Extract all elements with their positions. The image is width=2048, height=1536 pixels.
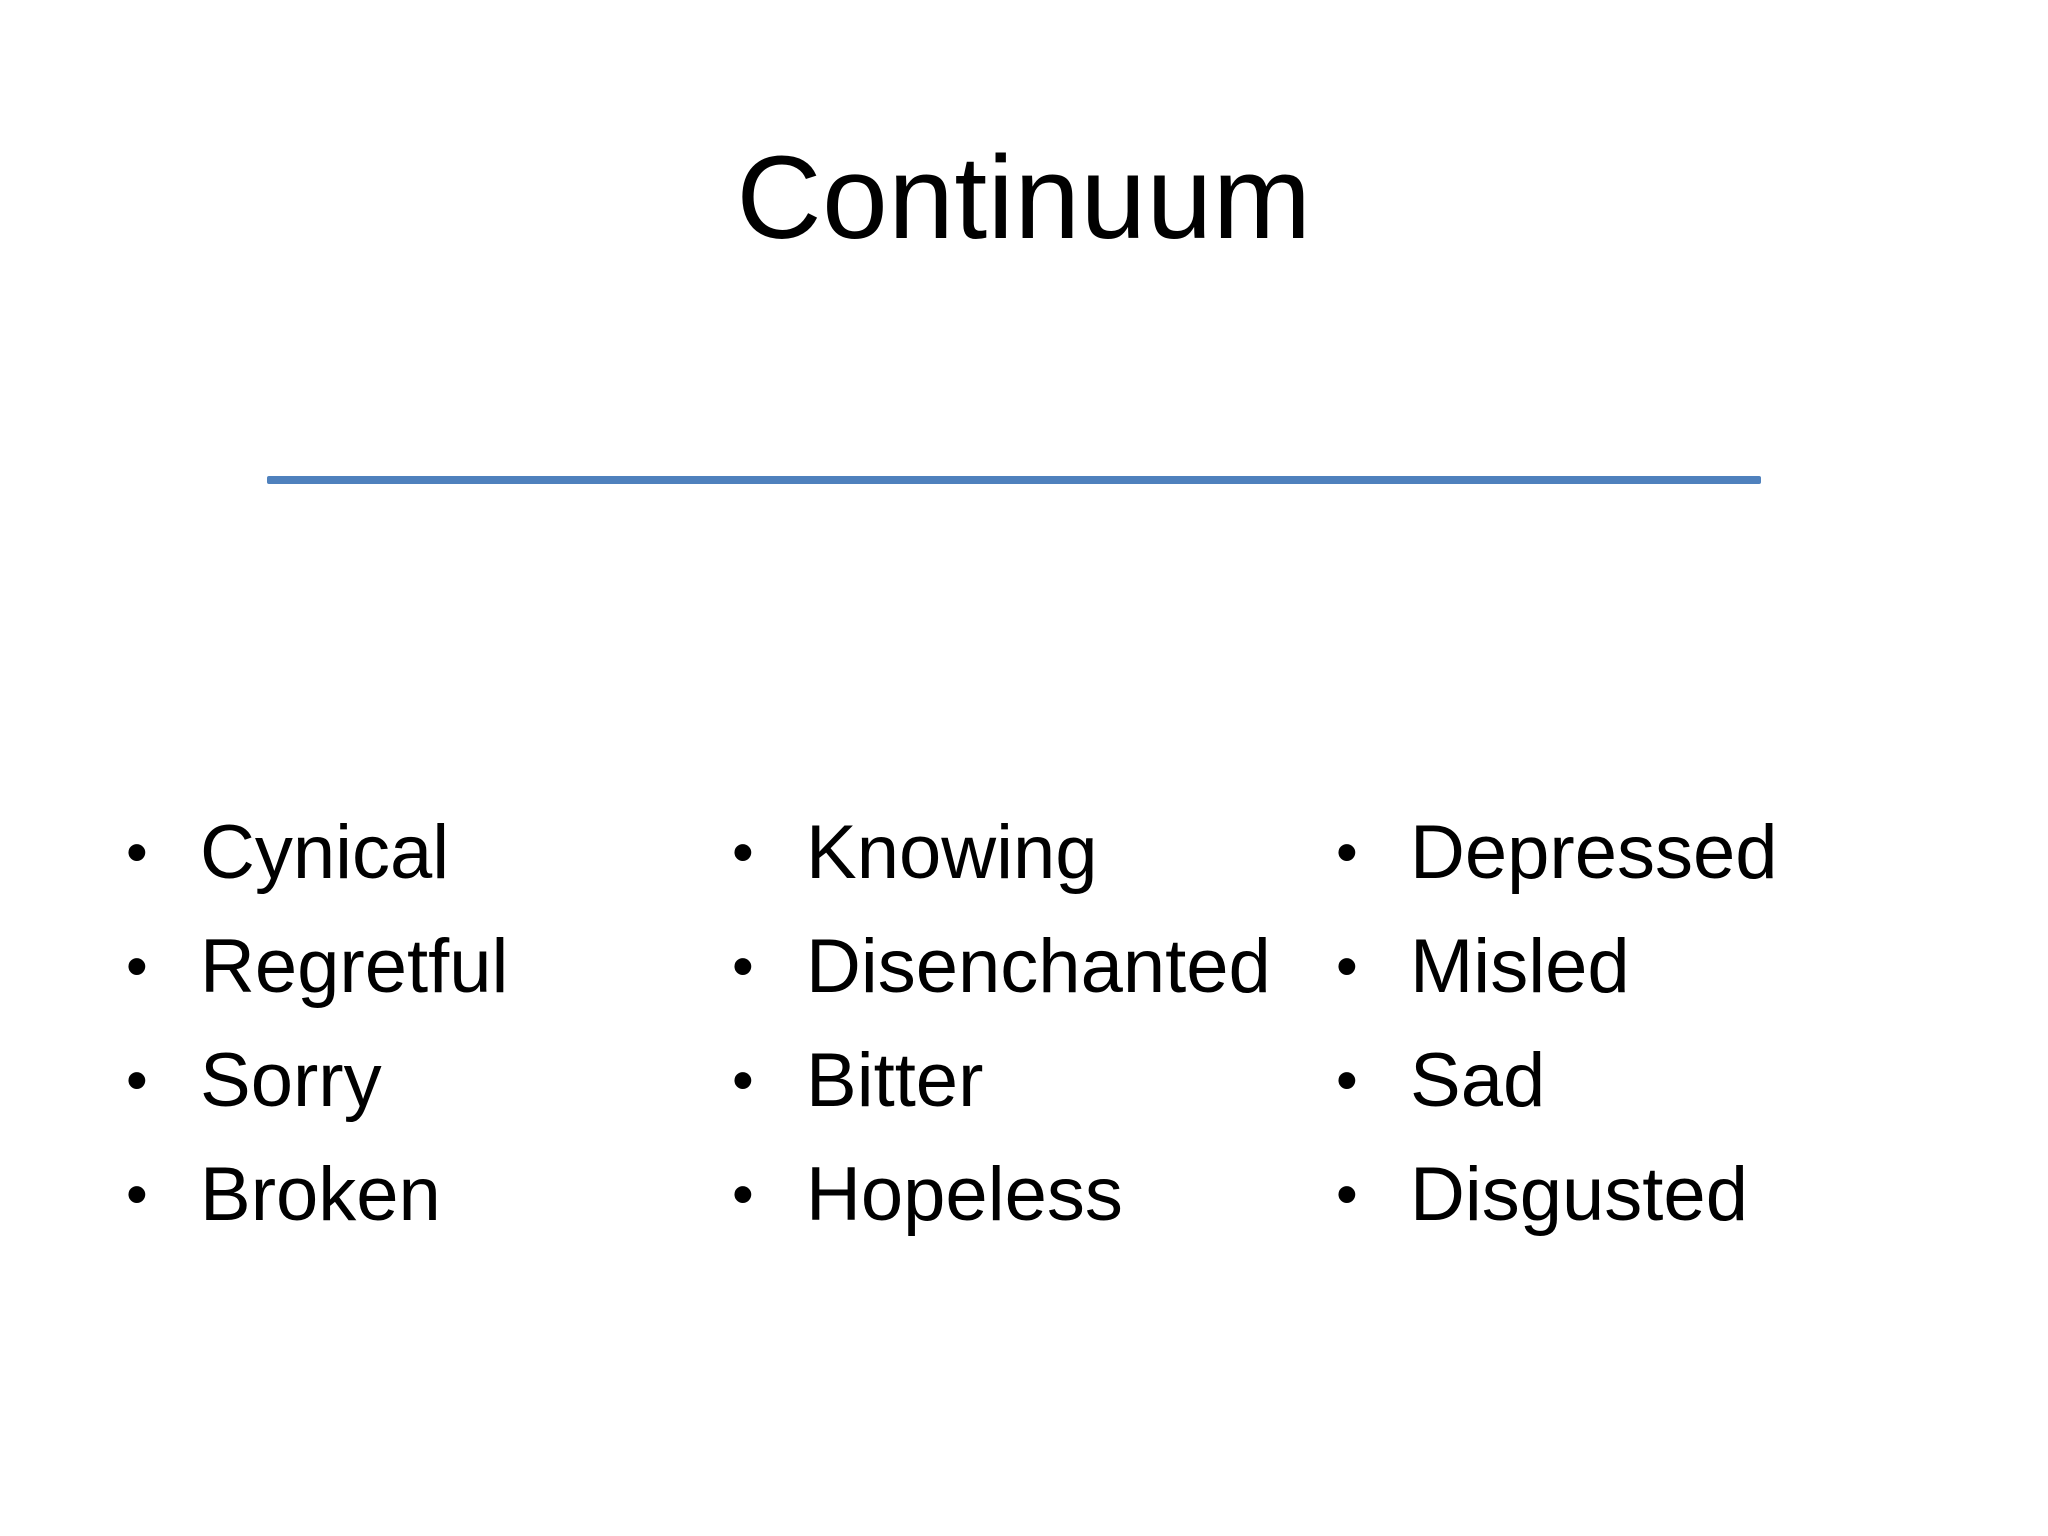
word-label: Bitter xyxy=(806,1038,984,1123)
word-label: Disgusted xyxy=(1410,1152,1748,1237)
word-label: Sorry xyxy=(200,1038,382,1123)
word-label: Regretful xyxy=(200,924,509,1009)
word-label: Cynical xyxy=(200,810,450,895)
list-item: • Disgusted xyxy=(1332,1138,1778,1252)
list-item: • Sad xyxy=(1332,1024,1778,1138)
bullet-icon: • xyxy=(1336,932,1358,1001)
list-item: • Sorry xyxy=(122,1024,508,1138)
list-item: • Broken xyxy=(122,1138,508,1252)
bullet-icon: • xyxy=(126,1046,148,1115)
word-label: Sad xyxy=(1410,1038,1546,1123)
bullet-icon: • xyxy=(732,1160,754,1229)
bullet-icon: • xyxy=(126,818,148,887)
word-label: Knowing xyxy=(806,810,1098,895)
list-item: • Bitter xyxy=(728,1024,1271,1138)
list-item: • Hopeless xyxy=(728,1138,1271,1252)
bullet-icon: • xyxy=(732,818,754,887)
word-label: Depressed xyxy=(1410,810,1778,895)
word-label: Broken xyxy=(200,1152,441,1237)
list-item: • Depressed xyxy=(1332,796,1778,910)
list-item: • Disenchanted xyxy=(728,910,1271,1024)
word-label: Misled xyxy=(1410,924,1630,1009)
word-column-2: • Knowing • Disenchanted • Bitter • Hopeless xyxy=(728,796,1271,1252)
list-item: • Cynical xyxy=(122,796,508,910)
bullet-icon: • xyxy=(732,932,754,1001)
word-label: Hopeless xyxy=(806,1152,1123,1237)
continuum-line xyxy=(267,476,1761,484)
list-item: • Misled xyxy=(1332,910,1778,1024)
bullet-icon: • xyxy=(1336,818,1358,887)
bullet-icon: • xyxy=(126,932,148,1001)
bullet-icon: • xyxy=(126,1160,148,1229)
word-label: Disenchanted xyxy=(806,924,1271,1009)
word-column-3: • Depressed • Misled • Sad • Disgusted xyxy=(1332,796,1778,1252)
list-item: • Regretful xyxy=(122,910,508,1024)
bullet-icon: • xyxy=(732,1046,754,1115)
word-column-1: • Cynical • Regretful • Sorry • Broken xyxy=(122,796,508,1252)
bullet-icon: • xyxy=(1336,1046,1358,1115)
slide-title: Continuum xyxy=(736,132,1312,264)
bullet-icon: • xyxy=(1336,1160,1358,1229)
list-item: • Knowing xyxy=(728,796,1271,910)
